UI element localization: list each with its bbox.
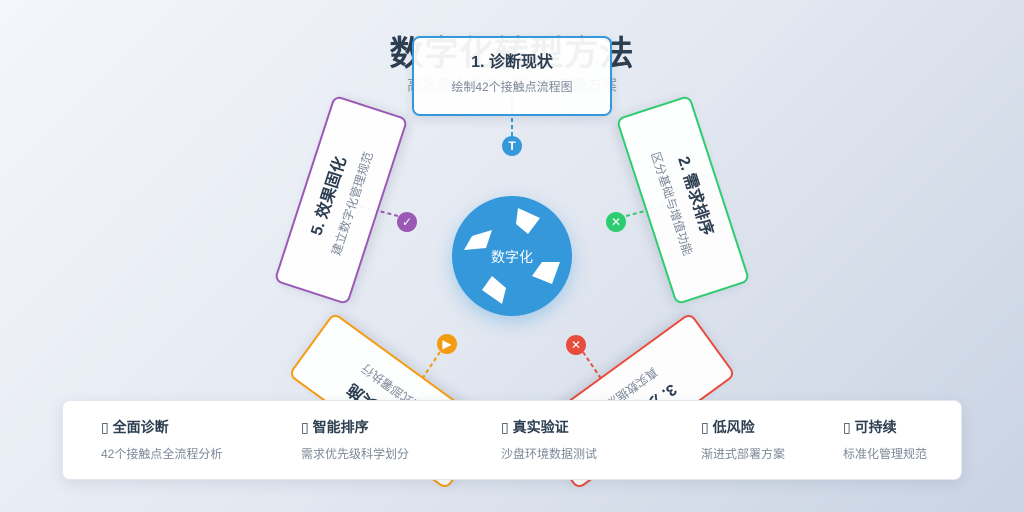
feature-title: ▯ 低风险 xyxy=(701,419,755,435)
hub-fragments xyxy=(464,208,560,304)
feature-item: ▯ 可持续 标准化管理规范 xyxy=(843,417,927,462)
check-icon: ✓ xyxy=(397,212,417,232)
digital-hub: 数字化 xyxy=(452,196,572,316)
feature-title: ▯ 真实验证 xyxy=(501,419,569,435)
feature-desc: 42个接触点全流程分析 xyxy=(101,447,223,461)
hub-label: 数字化 xyxy=(491,249,533,265)
feature-desc: 沙盘环境数据测试 xyxy=(501,447,598,461)
play-icon: ▶ xyxy=(437,334,457,354)
feature-desc: 标准化管理规范 xyxy=(843,447,928,461)
feature-desc: 需求优先级科学划分 xyxy=(301,447,410,461)
feature-title: ▯ 可持续 xyxy=(843,419,897,435)
feature-desc: 渐进式部署方案 xyxy=(701,447,786,461)
feature-item: ▯ 低风险 渐进式部署方案 xyxy=(701,417,785,462)
feature-item: ▯ 智能排序 需求优先级科学划分 xyxy=(301,417,409,462)
step-desc: 绘制42个接触点流程图 xyxy=(451,80,573,94)
hub-fragment xyxy=(532,262,560,284)
step-title: 1. 诊断现状 xyxy=(471,54,553,71)
hub-fragment xyxy=(516,208,540,234)
hub-fragment xyxy=(464,230,492,250)
wrench-icon: T xyxy=(502,136,522,156)
close-x-icon: ✕ xyxy=(566,335,586,355)
feature-title: ▯ 全面诊断 xyxy=(101,419,169,435)
step-card-1: 1. 诊断现状 绘制42个接触点流程图 xyxy=(412,36,612,116)
feature-item: ▯ 全面诊断 42个接触点全流程分析 xyxy=(101,417,222,462)
feature-item: ▯ 真实验证 沙盘环境数据测试 xyxy=(501,417,597,462)
close-x-icon: ✕ xyxy=(606,212,626,232)
feature-summary-panel: ▯ 全面诊断 42个接触点全流程分析 ▯ 智能排序 需求优先级科学划分 ▯ 真实… xyxy=(62,400,962,480)
hub-fragment xyxy=(482,276,506,304)
feature-title: ▯ 智能排序 xyxy=(301,419,369,435)
